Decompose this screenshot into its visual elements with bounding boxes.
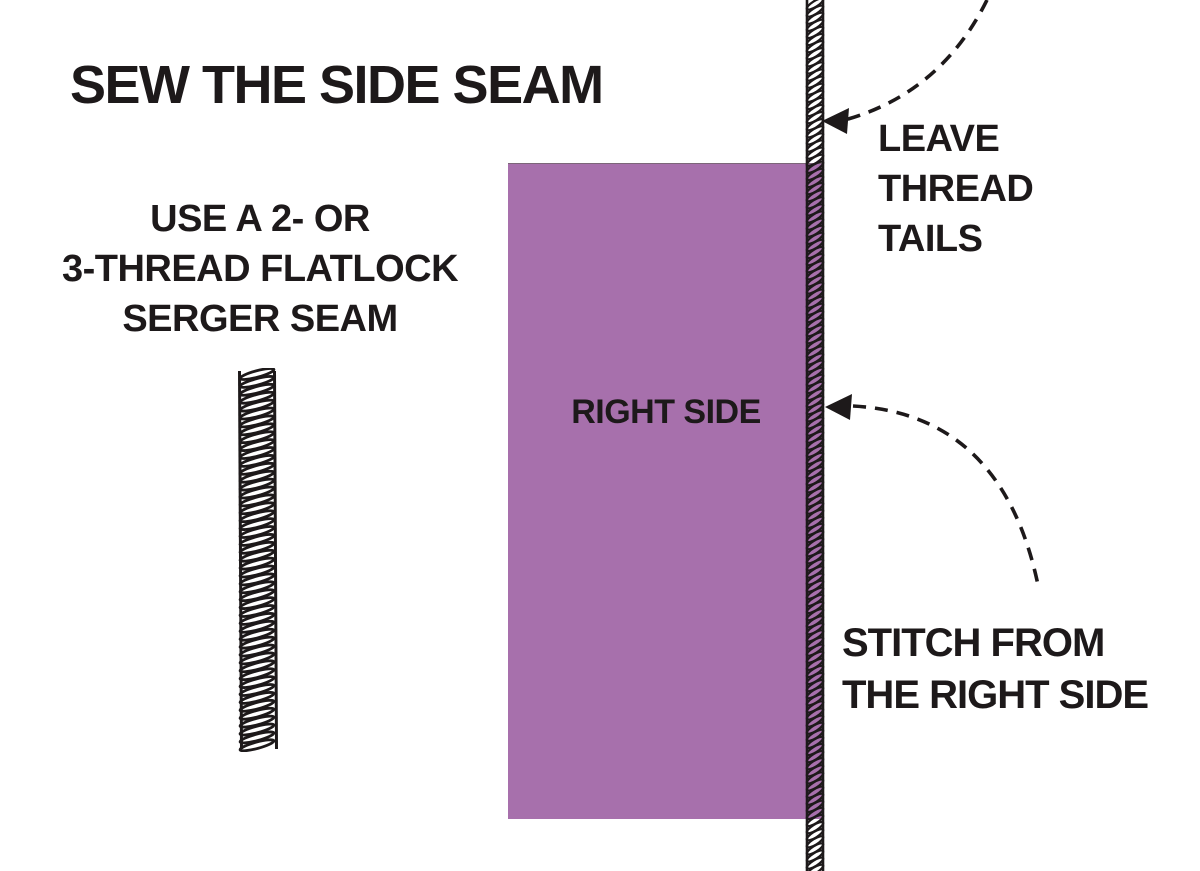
dashed-arrow-middle-icon <box>825 394 1040 586</box>
fabric-panel: RIGHT SIDE <box>508 163 824 819</box>
fabric-label: RIGHT SIDE <box>571 393 761 431</box>
callout-line: LEAVE <box>878 118 1000 160</box>
note-line: USE A 2- OR <box>150 198 370 240</box>
callout-line: TAILS <box>878 218 983 260</box>
arrowhead-icon <box>822 108 849 134</box>
callout-line: STITCH FROM <box>842 621 1105 665</box>
note-line: 3-THREAD FLATLOCK <box>61 248 459 290</box>
callout-line: THREAD <box>878 168 1034 210</box>
arrowhead-icon <box>825 394 852 420</box>
serger-stitch-sample-icon <box>238 368 278 752</box>
page-title: SEW THE SIDE SEAM <box>70 55 604 115</box>
leave-thread-tails-callout: LEAVE THREAD TAILS <box>878 114 1034 264</box>
note-line: SERGER SEAM <box>122 298 398 340</box>
dashed-arrow-top-icon <box>822 0 989 134</box>
seam-stitch-line-icon <box>805 0 825 871</box>
instruction-note: USE A 2- OR 3-THREAD FLATLOCK SERGER SEA… <box>40 194 480 344</box>
stitch-from-right-side-callout: STITCH FROM THE RIGHT SIDE <box>842 617 1149 721</box>
callout-line: THE RIGHT SIDE <box>842 673 1149 717</box>
